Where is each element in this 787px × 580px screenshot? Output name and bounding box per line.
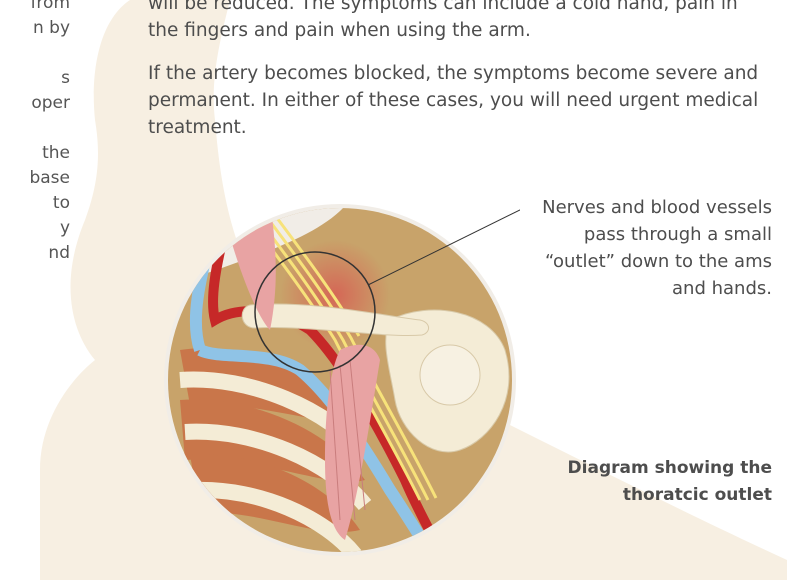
left-line (0, 116, 70, 141)
left-line (0, 41, 70, 66)
left-column-text: from n by s oper the base to y nd (0, 0, 70, 266)
left-line: nd (0, 241, 70, 266)
left-line: from (0, 0, 70, 16)
left-line: oper (0, 91, 70, 116)
diagram-callout: Nerves and blood vessels pass through a … (540, 194, 772, 302)
main-text: will be reduced. The symptoms can includ… (148, 0, 773, 157)
left-line: to (0, 191, 70, 216)
blocked-artery-paragraph: If the artery becomes blocked, the sympt… (148, 60, 773, 141)
left-line: base (0, 166, 70, 191)
left-line: y (0, 216, 70, 241)
left-line: the (0, 141, 70, 166)
thoracic-outlet-diagram (160, 200, 520, 560)
diagram-caption: Diagram showing the thoratcic outlet (510, 455, 772, 509)
symptoms-paragraph: will be reduced. The symptoms can includ… (148, 0, 773, 44)
left-line: n by (0, 16, 70, 41)
left-line: s (0, 66, 70, 91)
